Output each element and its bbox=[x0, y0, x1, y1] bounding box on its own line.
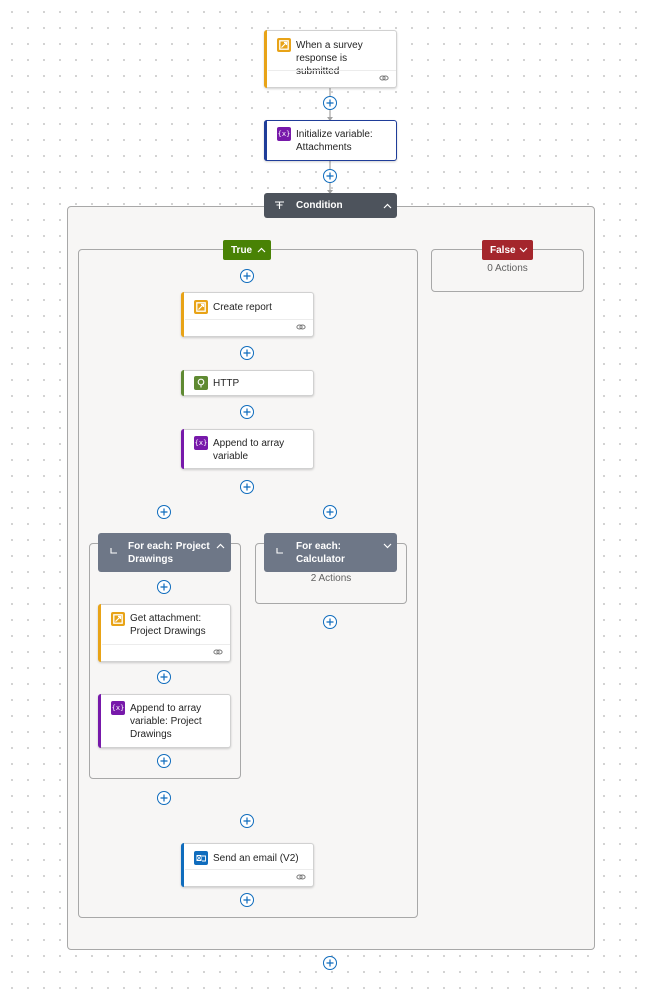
add-step-button[interactable] bbox=[323, 956, 337, 970]
plus-icon bbox=[160, 757, 168, 765]
add-step-button[interactable] bbox=[157, 670, 171, 684]
add-step-button[interactable] bbox=[323, 615, 337, 629]
link-icon bbox=[213, 649, 223, 655]
append-array-title: Append to array variable bbox=[213, 438, 285, 462]
get-attachment-footer bbox=[102, 644, 230, 661]
get-attachment-accent bbox=[98, 604, 101, 662]
condition-icon bbox=[275, 201, 284, 209]
false-actions-count: 0 Actions bbox=[487, 263, 528, 274]
add-step-button[interactable] bbox=[240, 405, 254, 419]
add-step-button[interactable] bbox=[157, 791, 171, 805]
foreach-calculator-title: For each: Calculator bbox=[296, 541, 345, 565]
true-branch-pill[interactable]: True bbox=[223, 240, 271, 260]
add-step-button[interactable] bbox=[240, 346, 254, 360]
trigger-accent bbox=[264, 30, 267, 88]
plus-icon bbox=[160, 794, 168, 802]
send-email-title: Send an email (V2) bbox=[213, 853, 299, 864]
init-variable-card[interactable]: {x} Initialize variable: Attachments bbox=[264, 120, 397, 161]
create-report-accent bbox=[181, 292, 184, 337]
variable-icon: {x} bbox=[194, 436, 208, 450]
send-email-footer bbox=[185, 869, 313, 886]
calculator-actions-count: 2 Actions bbox=[310, 573, 352, 584]
append-drawings-card[interactable]: {x} Append to array variable: Project Dr… bbox=[98, 694, 231, 748]
plus-icon bbox=[326, 508, 334, 516]
send-email-accent bbox=[181, 843, 184, 887]
foreach-drawings-title: For each: Project Drawings bbox=[128, 541, 210, 565]
plus-icon bbox=[243, 896, 251, 904]
plus-icon bbox=[160, 583, 168, 591]
append-drawings-accent bbox=[98, 694, 101, 748]
link-icon bbox=[296, 324, 306, 330]
false-branch-pill[interactable]: False bbox=[482, 240, 533, 260]
plus-icon bbox=[243, 408, 251, 416]
plus-icon bbox=[243, 349, 251, 357]
foreach-drawings-header[interactable]: For each: Project Drawings bbox=[98, 533, 231, 572]
forms-icon bbox=[194, 300, 208, 314]
chevron-down-icon[interactable] bbox=[383, 543, 392, 549]
chevron-up-icon[interactable] bbox=[216, 543, 225, 549]
false-branch-label: False bbox=[490, 244, 516, 256]
add-step-button[interactable] bbox=[157, 580, 171, 594]
chevron-up-icon[interactable] bbox=[383, 203, 392, 209]
chevron-up-icon bbox=[257, 247, 266, 253]
link-icon bbox=[296, 874, 306, 880]
plus-icon bbox=[243, 817, 251, 825]
add-step-button[interactable] bbox=[323, 169, 337, 183]
chevron-down-icon bbox=[519, 247, 528, 253]
condition-title: Condition bbox=[296, 200, 343, 211]
trigger-footer bbox=[268, 70, 396, 87]
variable-icon: {x} bbox=[111, 701, 125, 715]
send-email-card[interactable]: Send an email (V2) bbox=[181, 843, 314, 887]
add-step-button[interactable] bbox=[240, 480, 254, 494]
get-attachment-title: Get attachment: Project Drawings bbox=[130, 613, 206, 637]
forms-icon bbox=[277, 38, 291, 52]
add-step-button[interactable] bbox=[240, 814, 254, 828]
condition-header[interactable]: Condition bbox=[264, 193, 397, 218]
append-array-accent bbox=[181, 429, 184, 469]
foreach-icon bbox=[110, 548, 117, 554]
add-step-button[interactable] bbox=[240, 269, 254, 283]
init-variable-accent bbox=[264, 120, 267, 161]
plus-icon bbox=[160, 508, 168, 516]
add-step-button[interactable] bbox=[240, 893, 254, 907]
create-report-title: Create report bbox=[213, 302, 272, 313]
plus-icon bbox=[243, 272, 251, 280]
get-attachment-card[interactable]: Get attachment: Project Drawings bbox=[98, 604, 231, 662]
foreach-icon bbox=[276, 548, 283, 554]
create-report-footer bbox=[185, 319, 313, 336]
true-branch-label: True bbox=[231, 244, 253, 256]
add-step-button[interactable] bbox=[157, 505, 171, 519]
init-variable-title: Initialize variable: Attachments bbox=[296, 129, 373, 153]
http-title: HTTP bbox=[213, 378, 240, 389]
http-icon bbox=[194, 376, 208, 390]
trigger-card[interactable]: When a survey response is submitted bbox=[264, 30, 397, 88]
add-step-button[interactable] bbox=[323, 505, 337, 519]
foreach-calculator-header[interactable]: For each: Calculator bbox=[264, 533, 397, 572]
plus-icon bbox=[326, 172, 334, 180]
plus-icon bbox=[160, 673, 168, 681]
plus-icon bbox=[243, 483, 251, 491]
http-card[interactable]: HTTP bbox=[181, 370, 314, 396]
append-drawings-title: Append to array variable: Project Drawin… bbox=[130, 703, 202, 740]
trigger-title: When a survey response is submitted bbox=[296, 40, 363, 77]
plus-icon bbox=[326, 99, 334, 107]
plus-icon bbox=[326, 618, 334, 626]
forms-icon bbox=[111, 612, 125, 626]
link-icon bbox=[379, 75, 389, 81]
add-step-button[interactable] bbox=[323, 96, 337, 110]
add-step-button[interactable] bbox=[157, 754, 171, 768]
create-report-card[interactable]: Create report bbox=[181, 292, 314, 337]
variable-icon: {x} bbox=[277, 127, 291, 141]
http-accent bbox=[181, 370, 184, 396]
plus-icon bbox=[326, 959, 334, 967]
append-array-card[interactable]: {x} Append to array variable bbox=[181, 429, 314, 469]
outlook-icon bbox=[194, 851, 208, 865]
